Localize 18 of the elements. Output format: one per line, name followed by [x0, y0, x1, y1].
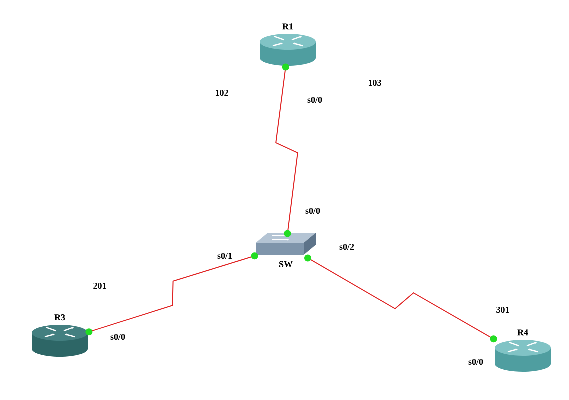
serial-link: [276, 64, 298, 238]
device-name: R1: [282, 24, 294, 30]
port-label: 201: [94, 282, 106, 290]
device-name: R4: [518, 330, 528, 336]
port-label: 103: [368, 80, 382, 86]
port-label: 102: [216, 90, 228, 96]
serial-link: [86, 252, 258, 336]
port-label: 301: [496, 306, 510, 314]
router-icon: [260, 24, 316, 66]
serial-link: [304, 254, 498, 343]
router-icon: [495, 330, 551, 372]
port-label: s0/1: [218, 252, 232, 260]
router-icon: [32, 314, 88, 357]
device-name: SW: [280, 261, 293, 268]
device-name: R3: [54, 314, 66, 321]
switch-icon: [256, 233, 316, 268]
port-label: s0/0: [308, 96, 322, 104]
port-label: s0/2: [340, 244, 354, 250]
